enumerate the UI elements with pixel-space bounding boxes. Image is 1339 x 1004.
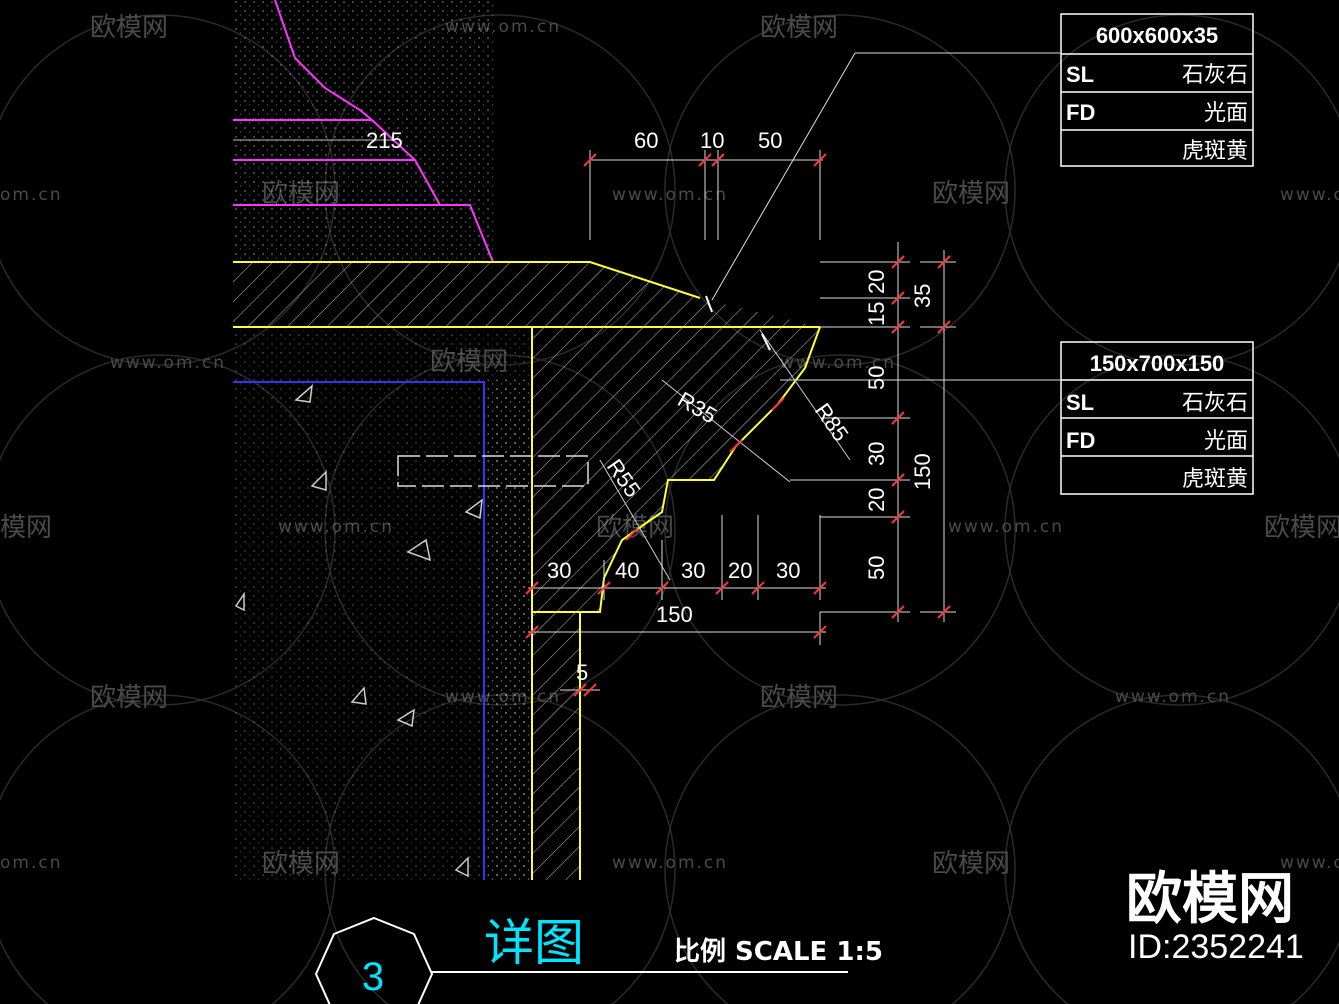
spec-top-value: 石灰石 [1182,63,1248,88]
dim-right-50b: 50 [864,556,889,580]
watermark-logo: 欧模网 [932,849,1010,879]
watermark-url-partial: om.cn [0,185,63,205]
watermark-logo: 欧模网 [90,13,168,43]
watermark-logo-partial: 模网 [0,513,52,543]
spec-table-top: 600x600x35 SL 石灰石 FD 光面 虎斑黄 [1060,13,1254,167]
dim-bottom-5: 5 [576,660,588,685]
dimension-ticks [525,153,951,697]
spec-top-value: 光面 [1204,101,1248,126]
watermark-logo: 欧模网 [760,13,838,43]
spec-bottom-size: 150x700x150 [1090,351,1225,376]
anchor-dashed [397,455,589,487]
slab-marks [705,295,771,351]
dim-bottom-150: 150 [656,602,693,627]
dim-bottom-20: 20 [728,558,752,583]
spec-bottom-value: 光面 [1204,429,1248,454]
dim-right-35: 35 [910,284,935,308]
dim-bottom-30c: 30 [776,558,800,583]
dim-right-150: 150 [910,453,935,490]
detail-number: 3 [362,955,384,999]
watermark-url: www.om.cn [110,353,226,373]
spec-top-code: FD [1066,100,1095,125]
dim-bottom-40: 40 [615,558,639,583]
dim-right-30: 30 [864,442,889,466]
spec-top-size: 600x600x35 [1096,23,1218,48]
dim-60: 60 [634,128,658,153]
watermark-url: www.om.cn [948,517,1064,537]
spec-table-bottom: 150x700x150 SL 石灰石 FD 光面 虎斑黄 [1060,341,1254,495]
watermark-logo: 欧模网 [760,683,838,713]
dim-bottom-30b: 30 [681,558,705,583]
dim-r85: R85 [810,399,854,446]
detail-title: 详图 [484,914,584,972]
dim-right-15: 15 [864,302,889,326]
dim-50: 50 [758,128,782,153]
spec-bottom-value: 虎斑黄 [1182,467,1248,492]
brand-name: 欧模网 [1126,867,1294,932]
spec-bottom-code: FD [1066,428,1095,453]
watermark-logo: 欧模网 [90,683,168,713]
brand-id: ID:2352241 [1128,928,1304,966]
watermark-logo: 欧模网 [932,179,1010,209]
radius-leaders [599,329,851,581]
dim-215: 215 [366,128,403,153]
dim-bottom-30a: 30 [547,558,571,583]
structural-wall-line [233,381,485,880]
watermark-url: www.om.cn [1115,687,1231,707]
watermark-url-partial: om.cn [0,853,63,873]
watermark-url: www.om.cn [612,185,728,205]
brand-mark: 欧模网 ID:2352241 [1126,867,1304,966]
dim-right-20: 20 [864,270,889,294]
dim-10: 10 [700,128,724,153]
detail-octagon [314,916,434,1004]
detail-scale: 比例 SCALE 1:5 [674,937,883,967]
spec-bottom-value: 石灰石 [1182,391,1248,416]
title-block: 3 详图 比例 SCALE 1:5 [314,914,883,1004]
top-slab [233,261,820,328]
dim-right-50a: 50 [864,366,889,390]
dim-right-20b: 20 [864,488,889,512]
concrete-fill [233,0,533,880]
watermark-url: www.om.cn [612,853,728,873]
aggregate-marks [234,384,483,878]
watermark-url: www.om.cn [1280,185,1339,205]
watermark-logo: 欧模网 [1264,513,1339,543]
spec-top-code: SL [1066,62,1094,87]
cornice-block [531,326,821,613]
wall-stone [531,612,581,880]
watermark-url: www.om.cn [1280,853,1339,873]
spec-bottom-code: SL [1066,390,1094,415]
dimension-lines [528,52,1060,691]
spec-top-value: 虎斑黄 [1182,139,1248,164]
